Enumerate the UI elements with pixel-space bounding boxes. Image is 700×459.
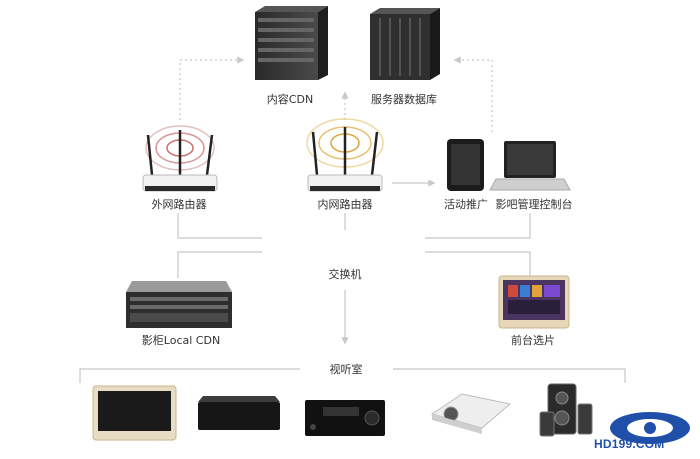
hd199-logo-icon [610, 412, 690, 444]
label-switch: 交换机 [328, 268, 362, 281]
tablet-icon [447, 139, 484, 191]
projector-icon [430, 393, 512, 434]
local-cdn-server-icon [126, 281, 232, 328]
logo-text: HD199.COM [594, 437, 665, 451]
label-local-cdn: 影柜Local CDN [141, 334, 221, 347]
label-promo: 活动推广 [444, 198, 488, 211]
label-front-desk: 前台选片 [511, 334, 555, 347]
label-viewing-room: 视听室 [329, 363, 363, 376]
front-desk-monitor-icon [498, 275, 570, 329]
label-console: 影吧管理控制台 [495, 198, 573, 211]
solid-links [79, 179, 626, 383]
label-server-db: 服务器数据库 [371, 93, 437, 106]
speaker-set-icon [539, 383, 593, 437]
label-external-router: 外网路由器 [151, 198, 207, 211]
av-receiver-icon [305, 400, 385, 436]
server-rack-icon [255, 6, 328, 80]
laptop-icon [489, 141, 571, 191]
label-internal-router: 内网路由器 [317, 198, 373, 211]
smart-tv-icon [92, 385, 177, 441]
database-rack-icon [370, 8, 440, 80]
external-router-icon [142, 125, 218, 192]
internal-router-icon [306, 118, 384, 192]
media-player-icon [198, 396, 280, 430]
label-content-cdn: 内容CDN [266, 93, 314, 106]
dotted-links [179, 56, 493, 132]
